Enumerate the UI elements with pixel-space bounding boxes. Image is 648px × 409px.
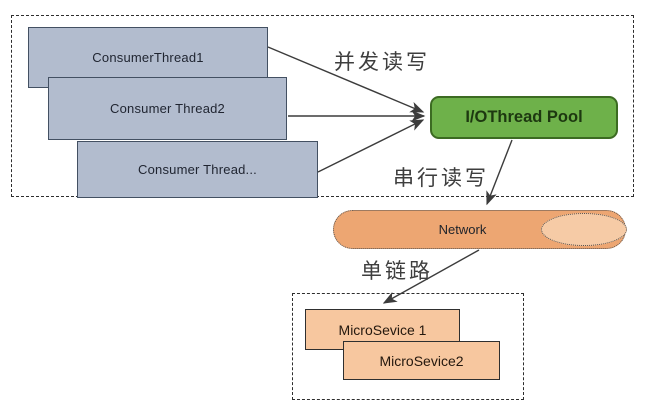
serial-readwrite-label: 串行读写 xyxy=(393,167,489,190)
io-thread-pool-box: I/OThread Pool xyxy=(430,96,618,139)
concurrent-readwrite-label: 并发读写 xyxy=(334,51,430,74)
consumer-thread-2-box: Consumer Thread2 xyxy=(48,77,287,140)
network-label: Network xyxy=(438,222,487,237)
consumer-thread-2-label: Consumer Thread2 xyxy=(110,101,225,116)
consumer-thread-1-label: ConsumerThread1 xyxy=(92,50,204,65)
network-cylinder-cap xyxy=(541,213,627,246)
consumer-thread-more-box: Consumer Thread... xyxy=(77,141,318,198)
consumer-thread-more-label: Consumer Thread... xyxy=(138,162,257,177)
single-link-label: 单链路 xyxy=(361,260,433,283)
microservice-2-box: MicroSevice2 xyxy=(343,341,500,380)
io-thread-pool-label: I/OThread Pool xyxy=(465,108,583,126)
microservice-1-label: MicroSevice 1 xyxy=(338,321,427,338)
consumer-group-boundary xyxy=(11,15,634,197)
microservice-2-label: MicroSevice2 xyxy=(379,352,464,369)
